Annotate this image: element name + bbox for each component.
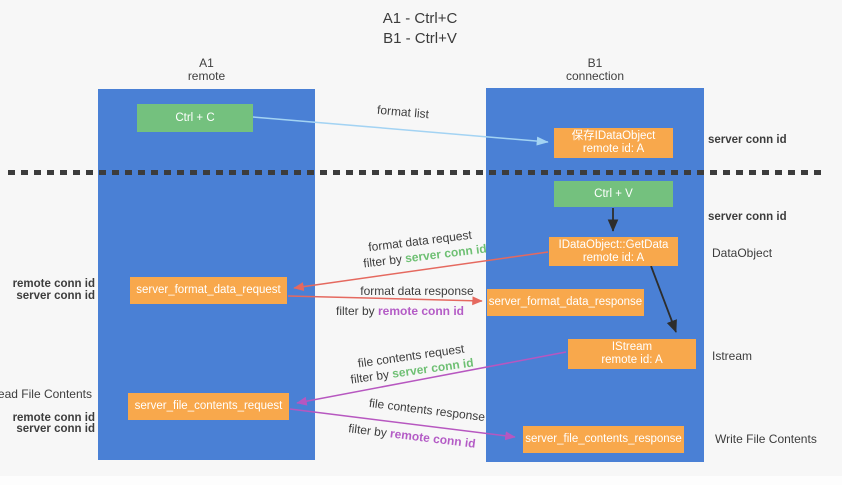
arrow-format-data-request (293, 251, 549, 292)
file-response-label: server_file_contents_response (525, 433, 682, 445)
lifeline-b1-name: B1 (587, 56, 603, 70)
server-conn-id-annotation-left-bottom: server conn id (16, 423, 95, 435)
arrow-getdata-to-istream (650, 265, 677, 333)
istream-box: IStream remote id: A (568, 339, 696, 369)
read-file-contents-annotation: Read File Contents (0, 387, 92, 401)
server-conn-id-annotation-top: server conn id (708, 134, 787, 146)
istream-line2: remote id: A (601, 354, 663, 366)
save-idataobject-line1: 保存IDataObject (571, 130, 656, 142)
arrow-format-list (252, 116, 549, 146)
ctrl-c-box: Ctrl + C (137, 104, 253, 132)
save-idataobject-line2: remote id: A (582, 143, 645, 155)
remote-conn-id-text: remote conn id (378, 304, 465, 318)
remote-conn-id-annotation-left-bottom: remote conn id (12, 412, 95, 424)
arrow-format-data-response (287, 295, 483, 306)
server-file-contents-response-box: server_file_contents_response (523, 426, 684, 453)
arrow-file-contents-request (296, 351, 567, 406)
idataobject-getdata-box: IDataObject::GetData remote id: A (549, 237, 678, 266)
write-file-contents-annotation: Write File Contents (715, 432, 817, 446)
lifeline-a1-name: A1 (199, 56, 214, 70)
server-file-contents-request-box: server_file_contents_request (128, 393, 289, 420)
ctrl-c-label: Ctrl + C (175, 111, 215, 124)
save-idataobject-box: 保存IDataObject remote id: A (554, 128, 673, 158)
filter-by-remote-conn-label-1: filter by remote conn id (336, 304, 464, 318)
filter-by-prefix: filter by (335, 304, 378, 318)
diagram-title: A1 - Ctrl+C B1 - Ctrl+V (300, 9, 540, 49)
lifeline-b1-role: connection (565, 69, 625, 83)
server-format-data-request-box: server_format_data_request (130, 277, 287, 304)
format-request-label: server_format_data_request (136, 284, 281, 296)
format-data-response-label: format data response (360, 284, 474, 298)
istream-line1: IStream (611, 341, 653, 353)
dataobject-annotation: DataObject (712, 246, 773, 260)
server-conn-id-annotation-mid: server conn id (708, 211, 787, 223)
remote-conn-id-annotation-left-mid: remote conn id (12, 278, 95, 290)
lifeline-header-a1: A1 remote (98, 57, 315, 83)
lifeline-header-b1: B1 connection (486, 57, 704, 83)
bottom-margin (0, 476, 842, 485)
server-conn-id-annotation-left-mid: server conn id (16, 290, 95, 302)
ctrl-v-label: Ctrl + V (594, 187, 633, 200)
ctrl-v-box: Ctrl + V (554, 181, 673, 207)
title-line-ctrl-v: B1 - Ctrl+V (383, 30, 457, 47)
server-format-data-response-box: server_format_data_response (487, 289, 644, 316)
getdata-line2: remote id: A (582, 251, 645, 264)
lifeline-a1-role: remote (187, 69, 226, 83)
getdata-line1: IDataObject::GetData (558, 238, 669, 251)
title-line-ctrl-c: A1 - Ctrl+C (382, 10, 458, 27)
dotted-divider (8, 170, 827, 175)
format-response-label: server_format_data_response (488, 296, 643, 308)
file-request-label: server_file_contents_request (134, 400, 283, 412)
istream-annotation: Istream (712, 349, 753, 363)
arrow-file-contents-response (289, 408, 516, 441)
